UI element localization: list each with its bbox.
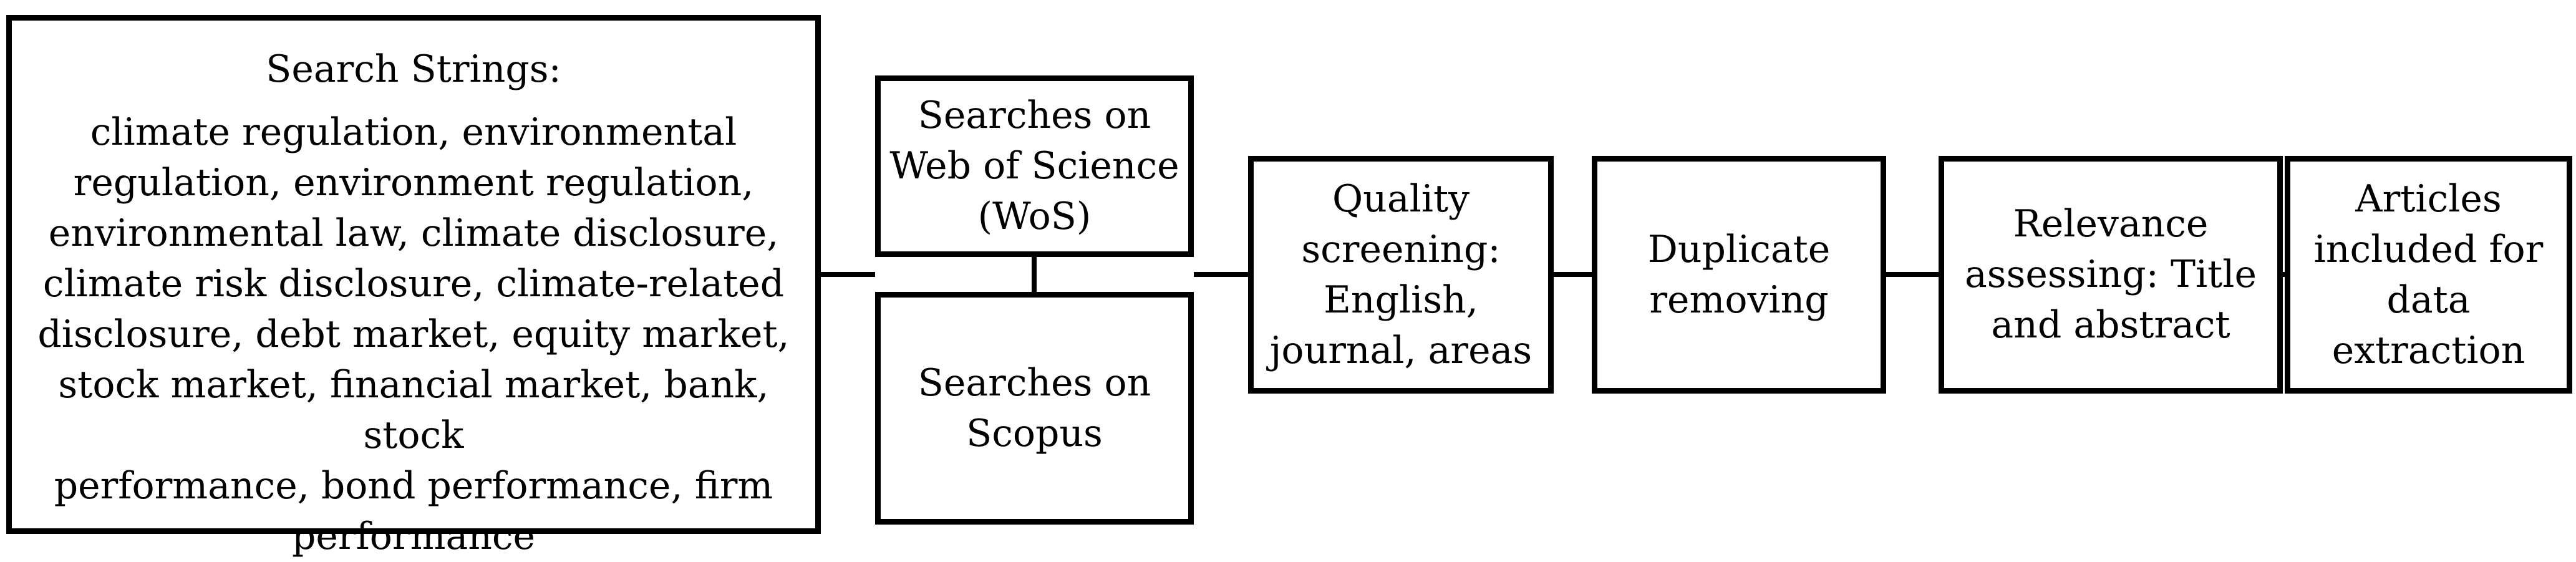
search-strings-line: disclosure, debt market, equity market, bbox=[37, 312, 790, 356]
search-strings-line: stock market, financial market, bank, st… bbox=[58, 363, 769, 457]
relevance-line: and abstract bbox=[1991, 303, 2230, 347]
scopus-search-box: Searches on Scopus bbox=[875, 292, 1194, 525]
search-strings-box: Search Strings: climate regulation, envi… bbox=[6, 15, 821, 558]
connector-duplicate-to-relevance bbox=[1886, 272, 1939, 277]
relevance-line: Relevance bbox=[2013, 202, 2209, 246]
duplicate-line: removing bbox=[1649, 278, 1829, 322]
connector-wos-scopus-vertical bbox=[1032, 257, 1037, 292]
quality-screening-box: Quality screening: English, journal, are… bbox=[1248, 156, 1554, 394]
wos-line: Web of Science bbox=[889, 144, 1179, 188]
articles-included-box: Articles included for data extraction bbox=[2285, 156, 2572, 394]
duplicate-line: Duplicate bbox=[1647, 227, 1831, 271]
quality-line: English, bbox=[1324, 278, 1478, 322]
search-strings-list: climate regulation, environmental regula… bbox=[12, 107, 815, 562]
search-strings-heading: Search Strings: bbox=[266, 47, 561, 91]
articles-line: Articles bbox=[2355, 177, 2502, 221]
articles-line: included for bbox=[2313, 227, 2544, 271]
wos-line: (WoS) bbox=[977, 195, 1092, 238]
quality-line: journal, areas bbox=[1269, 328, 1533, 372]
wos-search-box: Searches on Web of Science (WoS) bbox=[875, 75, 1194, 257]
flow-diagram: Search Strings: climate regulation, envi… bbox=[6, 15, 2572, 558]
search-strings-line: regulation, environment regulation, bbox=[73, 161, 754, 205]
relevance-line: assessing: Title bbox=[1965, 253, 2257, 296]
relevance-assessing-box: Relevance assessing: Title and abstract bbox=[1939, 156, 2283, 394]
scopus-line: Scopus bbox=[966, 411, 1103, 455]
quality-line: screening: bbox=[1301, 227, 1501, 271]
connector-quality-to-duplicate bbox=[1554, 272, 1597, 277]
quality-line: Quality bbox=[1332, 177, 1470, 221]
scopus-line: Searches on bbox=[918, 361, 1151, 405]
articles-line: data extraction bbox=[2331, 278, 2525, 372]
connector-to-quality bbox=[1194, 272, 1248, 277]
search-strings-line: climate risk disclosure, climate-related bbox=[42, 262, 785, 306]
search-strings-line: performance bbox=[291, 515, 536, 558]
duplicate-removing-box: Duplicate removing bbox=[1592, 156, 1886, 394]
search-strings-line: performance, bond performance, firm bbox=[54, 464, 773, 508]
search-strings-line: climate regulation, environmental bbox=[90, 110, 737, 154]
search-strings-line: environmental law, climate disclosure, bbox=[48, 211, 779, 255]
connector-search-to-wos-scopus bbox=[821, 272, 875, 277]
wos-line: Searches on bbox=[918, 94, 1151, 137]
